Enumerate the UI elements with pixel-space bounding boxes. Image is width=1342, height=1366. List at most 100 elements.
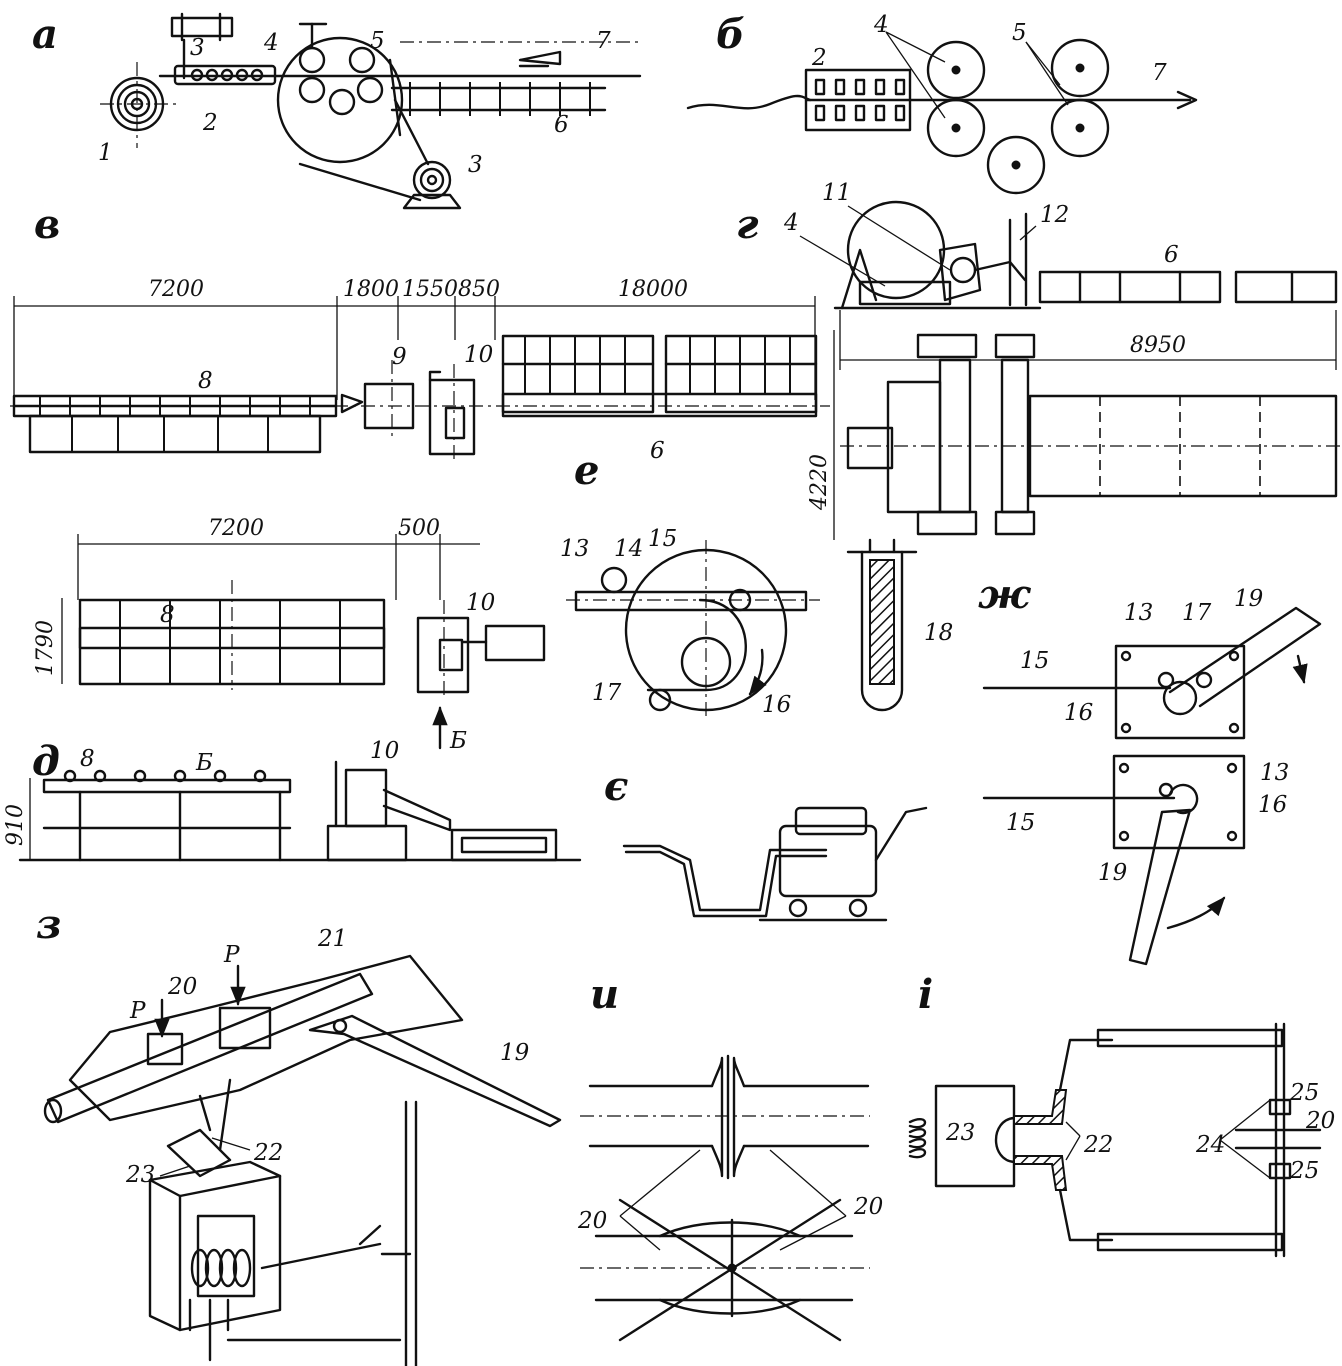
unit-9 <box>340 360 415 440</box>
callout-zh-17: 17 <box>1182 600 1212 626</box>
callout-e-18: 18 <box>924 620 953 646</box>
dim-v-1800: 1800 <box>343 277 399 302</box>
panel-g-side-view <box>833 200 1338 310</box>
panel-b: б 2 4 5 7 <box>686 11 1198 195</box>
dim-v2-1790: 1790 <box>33 620 58 676</box>
panel-letter-g: г <box>736 201 759 248</box>
callout-zh-13: 13 <box>1124 600 1153 626</box>
panel-d: д 910 8 Б 10 <box>3 738 582 862</box>
callout-z-p1: P <box>129 998 146 1024</box>
callout-z-21: 21 <box>317 926 347 952</box>
panel-letter-b: б <box>716 11 745 58</box>
callout-i-20-right: 20 <box>853 1194 883 1220</box>
callout-zh-19b: 19 <box>1098 860 1127 886</box>
panel-letter-zh: ж <box>978 571 1031 618</box>
callout-a-6: 6 <box>554 112 569 138</box>
panel-v: в 7200 1800 1550 850 18000 <box>10 201 830 464</box>
callout-i2-23: 23 <box>945 1120 975 1146</box>
callout-d-10: 10 <box>370 738 399 764</box>
machine-10-elevation <box>326 760 558 862</box>
rack-8-elevation <box>42 769 292 862</box>
machine-10 <box>428 364 476 460</box>
callout-zh-13b: 13 <box>1260 760 1289 786</box>
callout-g-11: 11 <box>822 180 851 206</box>
callout-i2-25-top: 25 <box>1289 1080 1319 1106</box>
machine-10-plan <box>416 600 546 750</box>
callout-zh-19: 19 <box>1234 586 1263 612</box>
callout-z-20: 20 <box>167 974 197 1000</box>
callout-z-22: 22 <box>253 1140 283 1166</box>
callout-z-p2: P <box>223 942 240 968</box>
callout-b-2: 2 <box>811 45 827 71</box>
callout-v-9: 9 <box>392 344 407 370</box>
callout-i2-24: 24 <box>1195 1132 1225 1158</box>
callout-a-7: 7 <box>596 28 611 54</box>
callout-g-6: 6 <box>1164 242 1179 268</box>
conveyor-6-side <box>10 334 830 418</box>
callout-v2-10: 10 <box>466 590 495 616</box>
callout-g-4: 4 <box>783 210 799 236</box>
panel-g: г 8950 4220 <box>736 180 1342 540</box>
callout-a-5: 5 <box>370 28 385 54</box>
callout-a-3: 3 <box>468 152 483 178</box>
panel-i: и 20 20 <box>577 971 883 1342</box>
dim-v-1550: 1550 <box>402 277 458 302</box>
callout-b-4: 4 <box>873 12 889 38</box>
callout-v-10: 10 <box>464 342 493 368</box>
callout-zh-16b: 16 <box>1258 792 1287 818</box>
callout-e-17: 17 <box>592 680 622 706</box>
callout-z-19: 19 <box>500 1040 529 1066</box>
panel-e: е 13 14 15 17 16 18 <box>560 447 953 720</box>
callout-a-2: 2 <box>202 110 218 136</box>
callout-g-12: 12 <box>1040 202 1069 228</box>
view-arrow-label: Б <box>449 728 467 754</box>
callout-a-3-upper: 3 <box>190 35 205 61</box>
callout-d-8: 8 <box>80 746 95 772</box>
panel-letter-z: з <box>36 901 62 948</box>
callout-a-4: 4 <box>263 30 279 56</box>
callout-v-6: 6 <box>650 438 665 464</box>
rack-8-plan <box>78 580 386 690</box>
wire-coil-1 <box>100 62 180 148</box>
dim-v-850: 850 <box>458 277 500 302</box>
dim-v2-500: 500 <box>398 516 440 541</box>
panel-letter-d: д <box>32 738 60 785</box>
rack-8 <box>12 394 338 454</box>
dim-g-4220: 4220 <box>807 454 832 511</box>
conveyor-6-plan <box>388 41 640 137</box>
callout-a-1: 1 <box>98 140 113 166</box>
callout-z-23: 23 <box>125 1162 155 1188</box>
callout-b-5: 5 <box>1012 20 1027 46</box>
panel-letter-a: а <box>32 11 58 58</box>
dim-v2-7200: 7200 <box>208 516 264 541</box>
panel-letter-ye: є <box>604 763 628 810</box>
callout-e-16: 16 <box>762 692 791 718</box>
panel-letter-i: и <box>590 971 619 1018</box>
feed-disk <box>276 22 422 202</box>
callout-zh-15b: 15 <box>1006 810 1035 836</box>
callout-e-13: 13 <box>560 536 589 562</box>
dim-d-910: 910 <box>3 804 28 846</box>
panel-letter-v: в <box>34 201 60 248</box>
callout-i2-20: 20 <box>1305 1108 1335 1134</box>
panel-zh: ж 13 17 19 15 16 13 15 16 19 <box>978 571 1322 966</box>
callout-i2-22: 22 <box>1083 1132 1113 1158</box>
dim-v-7200: 7200 <box>148 277 204 302</box>
dim-v-18000: 18000 <box>618 277 688 302</box>
callout-e-15: 15 <box>648 526 677 552</box>
panel-letter-e: е <box>574 447 599 494</box>
callout-b-7: 7 <box>1152 60 1167 86</box>
electrode-18 <box>846 538 918 712</box>
wire-coil-3 <box>393 98 462 210</box>
panel-a: а <box>32 11 642 210</box>
callout-e-14: 14 <box>614 536 643 562</box>
panel-letter-i2: і <box>918 971 933 1018</box>
panel-i2: і 23 22 25 20 24 25 <box>908 971 1335 1258</box>
panel-v2: 7200 500 1790 8 10 Б <box>33 516 546 754</box>
panel-g-plan-view <box>840 333 1342 536</box>
callout-d-view: Б <box>195 750 213 776</box>
panel-ye: є <box>604 763 928 922</box>
callout-v-8: 8 <box>198 368 213 394</box>
welding-transformer <box>148 1078 418 1366</box>
